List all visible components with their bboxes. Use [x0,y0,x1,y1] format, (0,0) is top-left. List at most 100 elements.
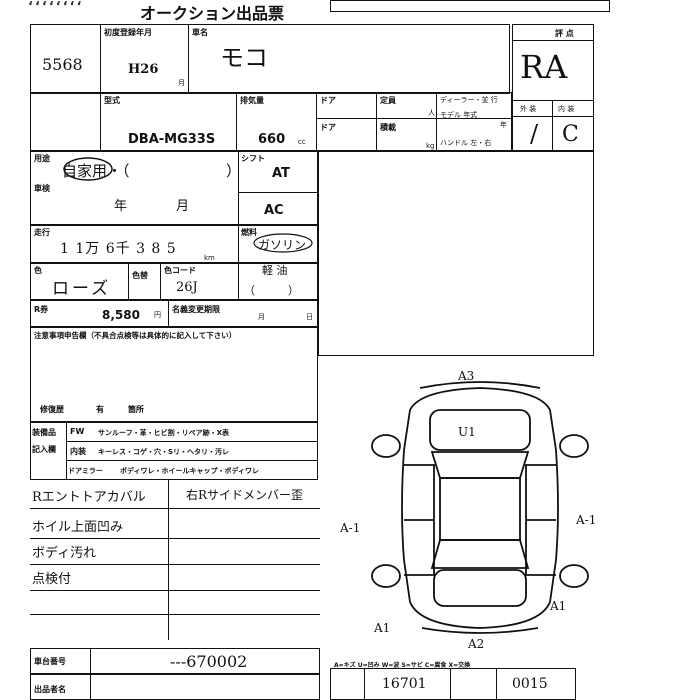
notes-label: 注意事項申告欄（不具合点検等は具体的に記入して下さい） [34,331,237,340]
cargo-unit: kg [426,142,435,150]
car-diagram: A3 A2 A1 A1 A-1 A-1 U1 [339,369,596,651]
handle-label: ハンドル 左・右 [440,139,492,147]
interior-score: C [562,122,579,147]
recycle-unit: 円 [154,311,161,319]
shift-value: AT [272,166,290,181]
name-change-day: 日 [306,313,313,321]
frame-box [30,648,320,674]
score-label: 評 点 [555,29,574,38]
equipment-row-2-items: ボディワレ・ホイールキャップ・ボディワレ [120,467,260,475]
color-code: 26J [176,280,198,295]
rear-window [430,539,530,569]
bottom-num-1: 16701 [382,676,427,692]
inspection-label: 車検 [34,184,50,193]
wheel-rear-right [559,564,589,588]
vehicle-name: モコ [220,44,268,72]
trunk-panel [433,569,527,607]
inspection-month: 月 [176,199,190,214]
bottom-num-2: 0015 [512,676,548,692]
mileage-unit: km [204,254,215,262]
fuel-paren: （ ） [244,284,299,297]
mark-a-1-right: A-1 [575,513,596,527]
mark-a2: A2 [467,637,484,651]
fuel-label: 燃料 [241,228,257,237]
seats-label: 定員 [380,96,396,105]
model-year-label: モデル 年式 [440,111,478,119]
repair-part-label: 箇所 [128,405,144,414]
inspection-year: 年 [114,199,128,214]
exterior-label: 外 装 [520,105,537,113]
color-box [30,262,318,300]
usage-value: 自家用・（ [62,162,130,180]
header-title: オークション出品票 [140,4,285,23]
score-value: RA [520,48,568,86]
recycle-label: R券 [34,305,49,314]
equipment-row-1-items: キーレス・コゲ・穴・Sリ・ヘタリ・汚レ [98,448,230,456]
seller-box [30,674,320,700]
equipment-label-2: 記入欄 [32,445,56,454]
mileage-label: 走行 [34,228,50,237]
equipment-row-2-key: ドアミラー [68,467,103,475]
mileage-value: 1 1万 6千 3 8 5 [60,241,177,257]
mark-a3: A3 [457,369,474,383]
equipment-box [30,422,318,480]
right-note: 右Rサイドメンバー歪 [186,488,304,502]
interior-label: 内 装 [558,105,575,113]
usage-circle-mark [63,157,113,181]
vehicle-name-label: 車名 [192,28,208,37]
exterior-score: / [530,120,539,148]
header-scribble: ‘‘‘‘‘‘‘‘ [28,0,84,15]
seller-label: 出品者名 [34,685,66,694]
roof-panel [439,477,521,541]
handwritten-note-3: 点検付 [32,572,72,587]
equipment-row-0-key: FW [70,427,85,436]
mileage-box [30,224,318,264]
model-value: DBA-MG33S [128,132,216,147]
mark-a1-left: A1 [373,621,390,635]
usage-label: 用途 [34,154,50,163]
handwritten-note-1: ホイル上面凹み [32,520,124,535]
registration-label: 初度登録年月 [104,28,152,37]
hood-panel [429,409,531,451]
frame-value: ---670002 [170,652,248,671]
color-change-label: 色替 [132,271,148,280]
wheel-rear-left [371,564,401,588]
mark-a-1-left: A-1 [339,521,360,535]
header-box [330,0,610,12]
registration-box [30,24,510,94]
equipment-row-0-items: サンルーフ・革・ヒビ割・リペア跡・X表 [98,429,229,437]
handwritten-note-2: ボディ汚れ [32,546,97,561]
wheel-front-left [371,434,401,458]
cc-value: 660 [258,132,286,147]
notes-box [30,326,318,422]
ac-value: AC [264,203,284,218]
mark-a1-right: A1 [549,599,566,613]
color-value: ローズ [52,279,112,299]
equipment-row-1-key: 内装 [70,447,86,456]
code-legend: A=キズ U=凹み W=波 S=サビ C=腐食 X=交換 [334,662,471,669]
year-unit: 年 [500,121,507,129]
score-box [512,24,594,152]
seats-unit: 人 [428,109,435,117]
name-change-month: 月 [258,313,265,321]
shift-label: シフト [241,154,265,163]
usage-box [30,150,318,226]
cc-label: 排気量 [240,96,264,105]
fuel-circle-mark [253,233,313,253]
recycle-box [30,300,318,328]
registration-month: 月 [178,79,185,87]
handwritten-note-0: Rエントトアカバル [32,490,146,505]
recycle-value: 8,580 [102,308,140,322]
wheel-front-right [559,434,589,458]
registration-year: H26 [128,62,159,77]
equipment-label-1: 装備品 [32,428,56,437]
rear-bumper [421,627,539,634]
fuel-sub: 軽 油 [262,264,288,277]
car-body-outline [401,387,559,629]
repair-label: 修復歴 [40,405,64,414]
doors-label: ドア [320,96,336,105]
cc-unit: cc [298,138,306,146]
frame-label: 車台番号 [34,657,66,666]
windshield [430,451,530,479]
doors-label-2: ドア [320,123,336,132]
